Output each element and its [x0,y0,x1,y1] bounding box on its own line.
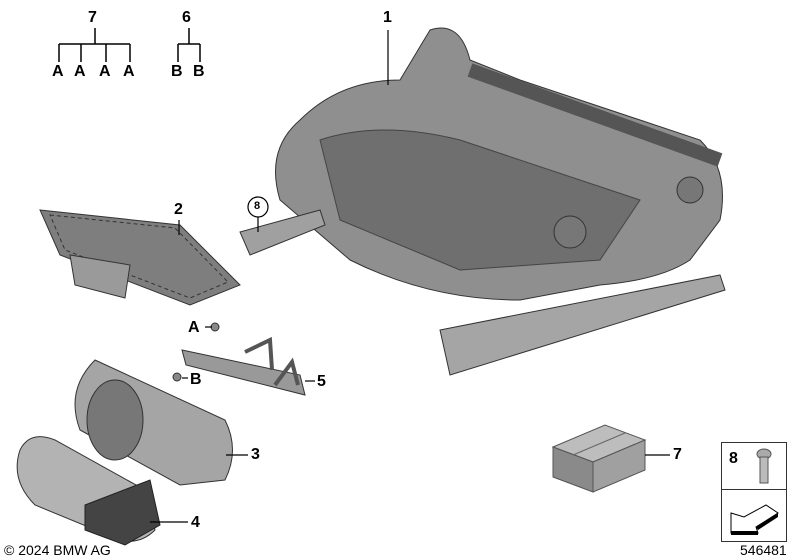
callout-b: B [190,371,202,388]
panel-divider [722,489,786,490]
screw-icon [756,448,772,484]
panel-number: 8 [729,450,738,467]
callout-3: 3 [251,446,260,463]
cap-part [16,436,161,546]
callout-2: 2 [174,201,183,218]
copyright: © 2024 BMW AG [4,542,111,558]
callout-7: 7 [673,446,682,463]
legend-6-number: 6 [182,9,191,26]
screw-key-panel: 8 [721,442,787,542]
seat-cover-part [39,209,241,306]
legend-tree-7 [58,28,201,62]
legend-7-item: A [74,63,86,80]
callout-1: 1 [383,9,392,26]
callout-4: 4 [191,514,200,531]
callout-8: 8 [254,200,261,212]
legend-6-item: B [171,63,183,80]
legend-7-item: A [52,63,64,80]
legend-7-item: A [123,63,135,80]
legend-7-item: A [99,63,111,80]
legend-6-item: B [193,63,205,80]
callout-5: 5 [317,373,326,390]
callout-a: A [188,319,200,336]
leader-lines [150,30,670,523]
bracket-part [172,322,306,396]
callout-8-circle [247,196,269,218]
legend-7-number: 7 [88,9,97,26]
arrow-symbol-icon [730,504,779,535]
seat-frame-part [239,27,726,376]
housing-part [74,359,233,486]
diagram-id: 546481 [740,542,787,558]
packaging-box [551,424,647,493]
